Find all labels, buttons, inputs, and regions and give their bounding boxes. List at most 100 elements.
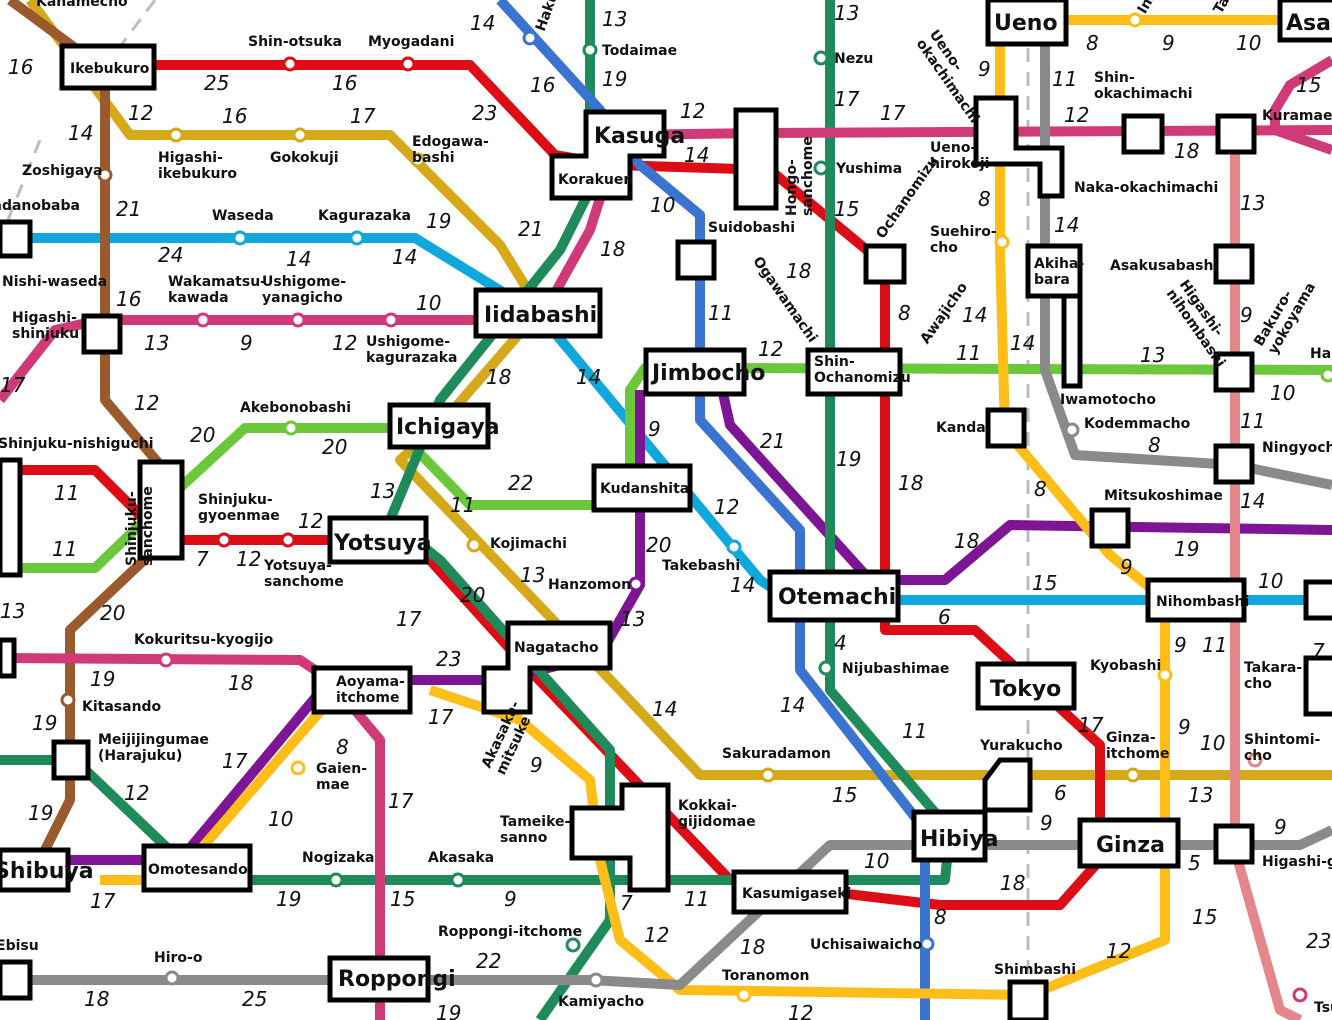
station-ebisu: Ebisu [0,938,39,954]
svg-text:12: 12 [124,781,149,805]
svg-text:10: 10 [864,849,889,873]
station-hiro-o: Hiro-o [154,950,203,966]
svg-text:8: 8 [934,905,947,929]
svg-text:17: 17 [350,104,376,128]
svg-text:25: 25 [204,71,229,95]
station-asakusabashi: Asakusabashi [1110,258,1218,274]
station-shinjuku-gyoenmae: Shinjuku-gyoenmae [198,492,280,524]
svg-text:11: 11 [708,301,733,325]
svg-text:7: 7 [620,891,633,915]
station-tawaramachi: Tawaramachi [1211,0,1276,17]
svg-text:11: 11 [54,481,79,505]
svg-text:4: 4 [834,631,847,655]
station-kudanshita: Kudanshita [600,481,689,497]
station-yotsuya: Yotsuya [333,531,432,556]
station-ueno: Ueno [994,11,1058,36]
svg-text:10: 10 [650,193,675,217]
svg-text:19: 19 [436,1001,461,1020]
svg-text:12: 12 [128,101,153,125]
svg-text:13: 13 [1240,191,1265,215]
station-takaracho: Takara-cho [1244,660,1302,692]
svg-text:13: 13 [370,479,395,503]
svg-text:14: 14 [68,121,93,145]
svg-text:9: 9 [1240,303,1253,327]
station-kanda: Kanda [936,420,986,436]
station-ueno-hirokoji: Ueno-hirokoji [930,140,989,172]
svg-text:20: 20 [100,601,125,625]
station-shinjuku-sanchome: Shinjuku-sanchome [124,486,156,566]
svg-text:20: 20 [190,423,215,447]
svg-text:13: 13 [0,599,25,623]
station-iwamotocho: Iwamotocho [1060,392,1156,408]
station-wakamatsu-kawada: Wakamatsu-kawada [168,274,266,306]
svg-text:8: 8 [1148,433,1161,457]
svg-text:6: 6 [938,605,951,629]
station-nezu: Nezu [834,51,873,67]
svg-text:19: 19 [1174,537,1199,561]
station-shimbashi: Shimbashi [994,962,1076,978]
station-nagatacho: Nagatacho [514,640,599,656]
svg-text:13: 13 [1140,343,1165,367]
station-shin-otsuka: Shin-otsuka [248,34,342,50]
svg-text:18: 18 [1174,139,1199,163]
svg-text:12: 12 [644,923,669,947]
svg-text:18: 18 [1000,871,1025,895]
svg-text:11: 11 [956,341,981,365]
svg-text:11: 11 [1240,409,1265,433]
svg-text:17: 17 [880,101,906,125]
svg-text:14: 14 [780,693,805,717]
svg-text:23: 23 [472,101,497,125]
svg-text:14: 14 [286,247,311,271]
svg-text:16: 16 [332,71,357,95]
station-nogizaka: Nogizaka [302,850,375,866]
svg-text:9: 9 [1178,715,1191,739]
svg-text:16: 16 [222,104,247,128]
svg-text:17: 17 [428,705,454,729]
station-higashi-shinjuku: Higashi-shinjuku [12,310,79,342]
station-zoshigaya: Zoshigaya [22,163,102,179]
svg-text:19: 19 [836,447,861,471]
station-nihombashi: Nihombashi [1156,594,1249,610]
svg-text:10: 10 [1200,731,1225,755]
svg-text:21: 21 [760,429,785,453]
svg-text:18: 18 [786,259,811,283]
svg-text:13: 13 [1188,783,1213,807]
svg-text:10: 10 [1236,31,1261,55]
station-tokyo: Tokyo [990,677,1061,702]
svg-text:13: 13 [620,607,645,631]
svg-text:9: 9 [648,417,661,441]
svg-text:12: 12 [1064,103,1089,127]
svg-text:12: 12 [680,99,705,123]
svg-text:23: 23 [436,647,461,671]
station-ginza-itchome: Ginza-itchome [1106,730,1169,762]
station-takadanobaba: Takadanobaba [0,198,80,214]
svg-text:12: 12 [714,495,739,519]
station-kamiyacho: Kamiyacho [558,994,645,1010]
svg-text:9: 9 [1274,815,1287,839]
svg-text:12: 12 [1106,939,1131,963]
station-gokokuji: Gokokuji [270,150,339,166]
svg-text:18: 18 [954,529,979,553]
svg-text:8: 8 [336,735,349,759]
station-yurakucho: Yurakucho [979,738,1063,754]
station-kyobashi: Kyobashi [1090,658,1161,674]
svg-text:11: 11 [450,493,475,517]
svg-text:15: 15 [832,783,857,807]
station-naka-okachimachi: Naka-okachimachi [1074,180,1218,196]
station-nishi-waseda: Nishi-waseda [2,274,107,290]
svg-text:12: 12 [788,1001,813,1020]
svg-text:12: 12 [236,547,261,571]
station-roppongi-itchome: Roppongi-itchome [438,924,582,940]
station-takebashi: Takebashi [662,558,740,574]
station-kitasando: Kitasando [82,699,162,715]
station-akebonobashi: Akebonobashi [240,400,351,416]
svg-text:9: 9 [1162,31,1175,55]
station-toranomon: Toranomon [722,968,809,984]
station-shintomicho: Shintomi-cho [1244,732,1321,764]
station-korakuen: Korakuen [558,172,633,188]
svg-text:19: 19 [32,711,57,735]
svg-text:19: 19 [426,209,451,233]
svg-text:18: 18 [600,237,625,261]
svg-text:15: 15 [1192,905,1217,929]
